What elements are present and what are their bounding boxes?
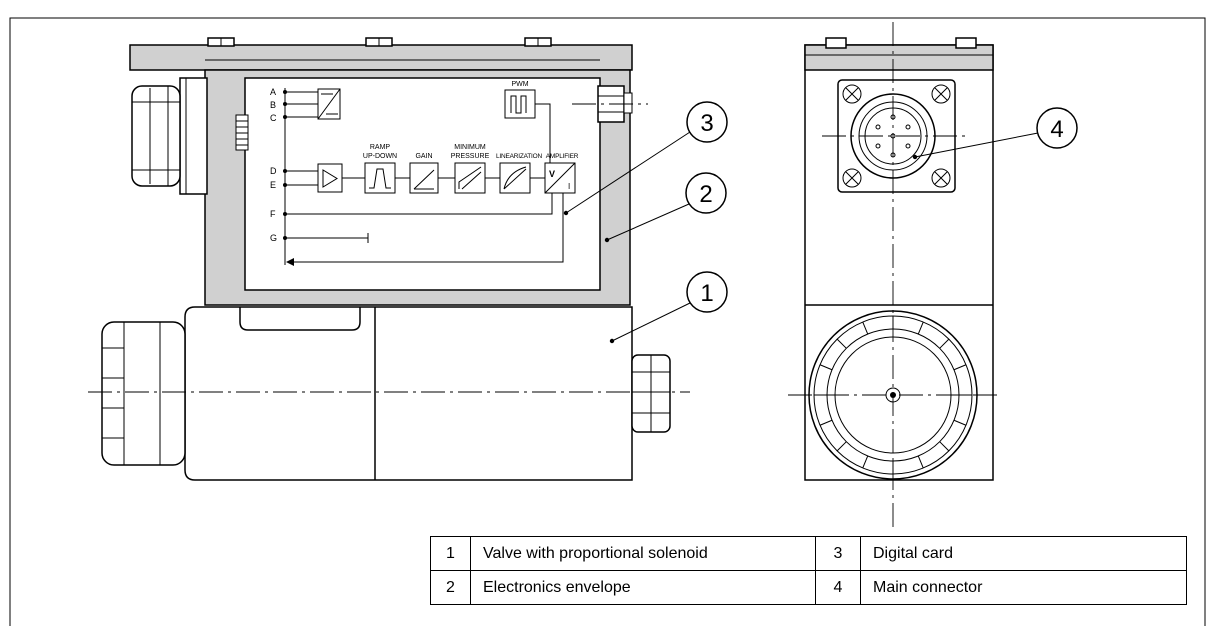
port-a-label: A [270, 87, 276, 97]
power-supply-block [317, 88, 341, 120]
connector-pin [875, 124, 881, 130]
top-bolt [365, 37, 393, 47]
svg-text:3: 3 [700, 110, 713, 137]
svg-text:1: 1 [700, 280, 713, 307]
block-diagram: A B C D E F G [270, 81, 579, 266]
ramp-block: RAMP UP-DOWN [363, 144, 397, 194]
nut-knurl-line [939, 338, 950, 349]
connector-pin [905, 124, 911, 130]
port-d-label: D [270, 166, 277, 176]
top-bolt [825, 37, 847, 49]
callout-3: 3 [563, 101, 728, 216]
top-bolt [207, 37, 235, 47]
top-bolt [524, 37, 552, 47]
connector-pin [875, 143, 881, 149]
nut-knurl-line [939, 441, 950, 452]
callout-2: 2 [604, 172, 727, 243]
solenoid-knurled-nut [101, 321, 186, 466]
port-f-label: F [270, 209, 276, 219]
solenoid-end-nut [631, 354, 671, 433]
legend-number: 1 [430, 536, 471, 571]
front-top-plate [804, 44, 994, 71]
svg-text:LINEARIZATION: LINEARIZATION [496, 153, 543, 160]
side-view: A B C D E F G [88, 37, 690, 481]
gain-block: GAIN [409, 153, 439, 194]
legend-text: Electronics envelope [470, 570, 816, 605]
legend-number: 4 [815, 570, 861, 605]
svg-text:MINIMUM: MINIMUM [454, 144, 486, 151]
linearization-block: LINEARIZATION [496, 153, 543, 194]
legend-number: 2 [430, 570, 471, 605]
nut-knurl-line [819, 364, 833, 371]
main-connector-side [131, 77, 249, 195]
connector-pin [905, 143, 911, 149]
nut-knurl-line [819, 419, 833, 426]
nut-knurl-line [862, 455, 869, 469]
svg-text:4: 4 [1050, 116, 1063, 143]
callout-4: 4 [912, 107, 1078, 160]
nut-knurl-line [862, 321, 869, 335]
nut-knurl-line [953, 364, 967, 371]
legend-text: Digital card [860, 536, 1187, 571]
feedback-arrow [286, 258, 294, 266]
svg-text:I: I [568, 182, 570, 191]
svg-text:UP-DOWN: UP-DOWN [363, 153, 397, 160]
drawing-frame [9, 17, 1206, 626]
legend-table: 1 Valve with proportional solenoid 3 Dig… [430, 536, 1187, 605]
nut-knurl-line [917, 321, 924, 335]
line-f [285, 193, 553, 215]
svg-text:AMPLIFIER: AMPLIFIER [546, 153, 579, 160]
svg-text:2: 2 [699, 181, 712, 208]
nut-knurl-line [917, 455, 924, 469]
nut-knurl-line [953, 419, 967, 426]
line-g [285, 233, 369, 243]
svg-text:RAMP: RAMP [370, 144, 391, 151]
svg-text:PWM: PWM [511, 81, 528, 88]
legend-number: 3 [815, 536, 861, 571]
legend-row: 2 Electronics envelope 4 Main connector [430, 570, 1187, 605]
legend-text: Valve with proportional solenoid [470, 536, 816, 571]
nut-knurl-line [836, 441, 847, 452]
pwm-block: PWM [504, 81, 536, 119]
top-plate [129, 44, 633, 71]
port-b-label: B [270, 100, 276, 110]
pwm-link [535, 103, 551, 163]
svg-text:GAIN: GAIN [415, 153, 432, 160]
port-e-label: E [270, 180, 276, 190]
svg-text:V: V [549, 169, 555, 179]
legend-text: Main connector [860, 570, 1187, 605]
feedback-line [289, 193, 564, 263]
nut-knurl-line [836, 338, 847, 349]
legend-row: 1 Valve with proportional solenoid 3 Dig… [430, 536, 1187, 571]
top-bolt [955, 37, 977, 49]
svg-text:PRESSURE: PRESSURE [451, 153, 490, 160]
input-amplifier-block [317, 163, 343, 193]
front-view [788, 22, 1000, 527]
port-c-label: C [270, 113, 277, 123]
side-plug [572, 85, 648, 123]
minimum-pressure-block: MINIMUM PRESSURE [451, 144, 490, 194]
output-amplifier-block: AMPLIFIER V I [544, 153, 579, 194]
port-g-label: G [270, 233, 277, 243]
callout-1: 1 [609, 271, 728, 344]
proportional-solenoid [184, 306, 633, 481]
